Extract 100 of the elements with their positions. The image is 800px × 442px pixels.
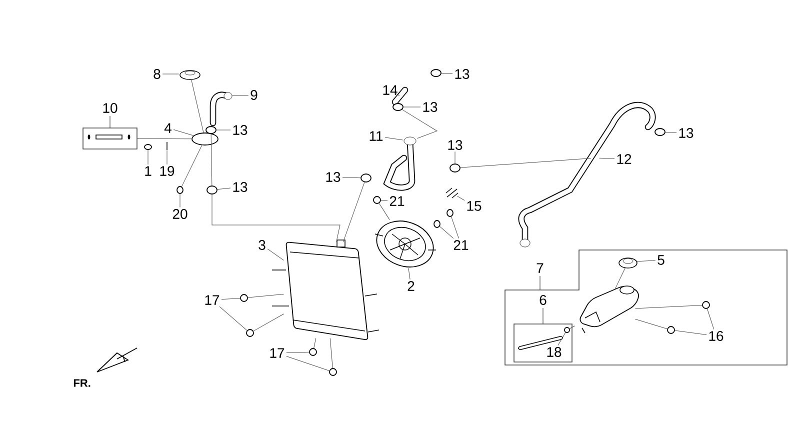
callout-number: 15 (467, 201, 482, 211)
bolt-drawing (434, 220, 440, 228)
callout-number: 18 (547, 347, 562, 357)
callout-number: 21 (454, 240, 468, 250)
leader-line (456, 196, 465, 201)
leader-line (173, 129, 194, 136)
callout-number: 1 (145, 166, 152, 176)
leader-line (441, 72, 453, 74)
callout-number: 8 (154, 69, 160, 79)
callout-number: 20 (172, 209, 188, 219)
leader-line (219, 306, 248, 331)
leader-line (665, 132, 677, 133)
strip-drawing (88, 134, 130, 140)
assembly-line (569, 326, 576, 329)
assembly-line (402, 109, 438, 139)
leader-line (440, 226, 454, 239)
fan-drawing (374, 220, 436, 268)
leader-line (598, 158, 615, 159)
leader-line (380, 200, 388, 201)
assembly-line (248, 294, 284, 298)
bolt-drawing (144, 144, 152, 150)
bolt-drawing (309, 348, 317, 356)
callout-number: 13 (423, 102, 438, 112)
assembly-line (314, 338, 316, 348)
group-box: 10 (82, 103, 138, 150)
callout-number: 9 (250, 90, 258, 100)
callout-number: 13 (326, 172, 340, 182)
assembly-line (212, 194, 340, 242)
bolt-drawing (240, 294, 248, 302)
assembly-line (634, 304, 702, 309)
bolt-drawing (564, 327, 570, 333)
assembly-line (210, 134, 212, 186)
leader-line (454, 151, 456, 164)
callout-number: 13 (233, 182, 248, 192)
leader-line (394, 92, 400, 96)
callout-number: 14 (383, 85, 398, 95)
bolt-drawing (329, 368, 337, 376)
clamp-drawing (450, 164, 460, 172)
assembly-line (614, 266, 626, 290)
hose-drawing (210, 92, 232, 126)
leader-line (286, 352, 310, 353)
assembly-line (634, 318, 668, 330)
assembly-line (253, 314, 284, 332)
bolt-drawing (702, 301, 710, 309)
callout-number: 17 (205, 295, 220, 305)
callout-number: 13 (233, 125, 248, 135)
assembly-line (460, 158, 592, 168)
assembly-line (330, 338, 333, 368)
bolt-drawing (176, 186, 184, 194)
callout-number: 11 (370, 131, 383, 141)
assembly-line (181, 145, 202, 187)
leader-line (674, 330, 707, 335)
leader-line (636, 260, 656, 262)
radiator-drawing (272, 240, 380, 340)
leader-line (166, 150, 168, 165)
clamp-drawing (654, 128, 666, 136)
callout-number: 5 (658, 255, 664, 265)
bolt-drawing (246, 329, 254, 337)
callout-number: 13 (679, 128, 694, 138)
leader-line (232, 94, 249, 96)
clamp-drawing (206, 126, 216, 134)
leader-line (221, 298, 240, 300)
leader-line (384, 137, 404, 140)
leader-line (706, 308, 714, 330)
bolt-drawing (373, 196, 381, 204)
leader-line (137, 138, 192, 140)
assembly-line (378, 203, 390, 220)
hose-drawing (446, 188, 458, 198)
leader-line (286, 356, 330, 371)
callout-number: 3 (258, 240, 266, 250)
cap-drawing (180, 70, 200, 80)
bolt-drawing (446, 209, 454, 217)
node-label: 6 (540, 295, 546, 305)
leader-line (403, 106, 421, 108)
node-label: 10 (103, 103, 118, 113)
assembly-line (190, 78, 204, 133)
leader-line (408, 268, 410, 280)
callout-number: 16 (709, 331, 724, 341)
callout-number: 13 (455, 69, 470, 79)
clamp-drawing (392, 103, 404, 111)
hose-drawing (384, 136, 416, 191)
leader-line (267, 248, 284, 261)
callout-number: 13 (448, 140, 462, 150)
cap-drawing (618, 258, 638, 268)
assembly-line (342, 182, 365, 242)
callout-number: 4 (164, 123, 172, 133)
leader-line (451, 216, 459, 239)
callout-number: 2 (408, 281, 414, 291)
leader-line (558, 332, 566, 346)
callout-number: 21 (390, 196, 404, 206)
hose-drawing (518, 102, 656, 248)
direction-label: FR. (74, 379, 90, 387)
leader-line (217, 188, 231, 190)
leader-line (342, 177, 361, 178)
callout-number: 17 (270, 348, 284, 358)
bolt-drawing (667, 326, 675, 334)
callout-number: 19 (160, 166, 174, 176)
clamp-drawing (360, 174, 372, 182)
reservoir-tank-drawing (580, 286, 639, 334)
clamp-drawing (206, 186, 218, 194)
